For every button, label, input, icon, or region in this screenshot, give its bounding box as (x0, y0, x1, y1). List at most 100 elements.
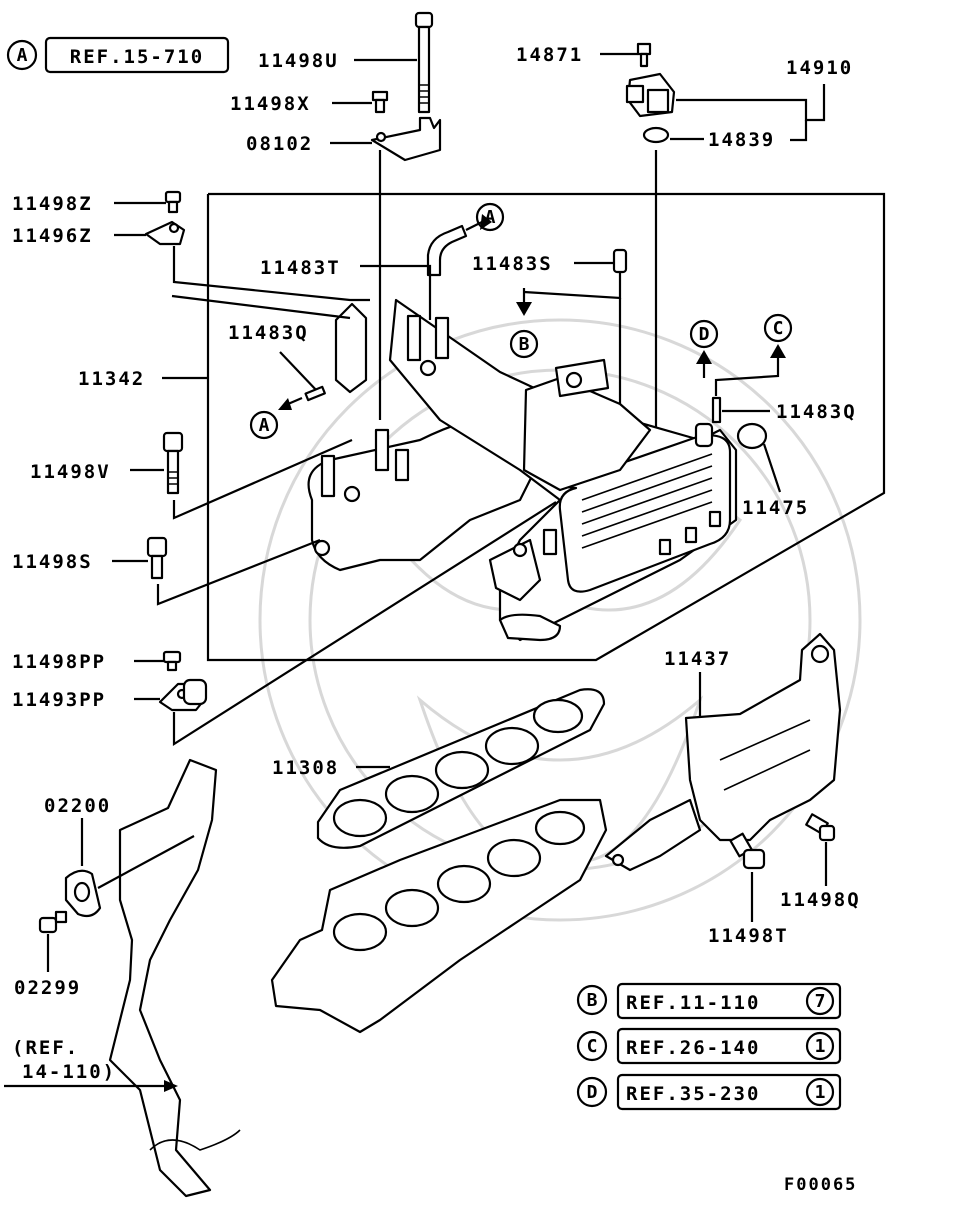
label-11437: 11437 (664, 648, 731, 670)
ref-a-text: REF.15-710 (70, 46, 204, 68)
bolt-14871 (636, 42, 652, 68)
ref-d-text: REF.35-230 (626, 1083, 760, 1105)
bolt-11498s (146, 536, 168, 580)
label-02299: 02299 (14, 977, 81, 999)
ref-b-qty: 7 (815, 991, 826, 1012)
bolt-02299 (38, 910, 68, 934)
label-11498s: 11498S (12, 551, 93, 573)
leader-11493pp-up (172, 501, 557, 746)
ref-c-qty: 1 (815, 1036, 826, 1057)
bolt-11498u (414, 11, 434, 114)
bolt-11498v (162, 431, 184, 495)
label-11498x: 11498X (230, 93, 311, 115)
ref-note-arrow-head (164, 1080, 178, 1092)
leader-11498v-down (172, 438, 353, 520)
label-14871: 14871 (516, 44, 583, 66)
label-11483q-right: 11483Q (776, 401, 857, 423)
leader-frame-11496z (171, 294, 351, 320)
marker-a-left: A (259, 415, 270, 436)
ref-c-text: REF.26-140 (626, 1037, 760, 1059)
ref-d-marker: D (587, 1082, 598, 1103)
label-11308: 11308 (272, 757, 339, 779)
engine-head (270, 798, 608, 1034)
ref-note-line2: 14-110) (22, 1061, 116, 1083)
leader-11483s-b (523, 272, 622, 300)
label-11498pp: 11498PP (12, 651, 106, 673)
ref-b-callout[interactable]: B REF.11-110 7 (576, 982, 842, 1020)
marker-a: A (17, 45, 28, 66)
clamp-11496z (144, 220, 186, 246)
pin-11483s (612, 248, 628, 274)
leader-c (714, 358, 780, 396)
label-11496z: 11496Z (12, 225, 93, 247)
arrow-a-left-shaft (287, 396, 303, 406)
bolt-11498pp (162, 650, 182, 672)
label-02200: 02200 (44, 795, 111, 817)
label-11475: 11475 (742, 497, 809, 519)
bracket-08102 (370, 116, 442, 162)
intake-manifold-11342 (307, 298, 738, 642)
label-14839: 14839 (708, 129, 775, 151)
plug-11475 (736, 422, 768, 450)
leader-11475 (762, 443, 782, 493)
marker-b: B (519, 334, 530, 355)
leader-11498s-down (156, 538, 321, 606)
ref-a-box (44, 36, 230, 74)
arrow-a-left-head (278, 398, 292, 410)
o-ring-14839 (642, 126, 670, 144)
label-11483t: 11483T (260, 257, 341, 279)
label-11342: 11342 (78, 368, 145, 390)
pin-11483q-left (304, 385, 326, 402)
ref-c-marker: C (587, 1036, 598, 1057)
marker-d-circle (689, 319, 719, 349)
pin-11483q-right (711, 396, 722, 424)
leader-02200-shaft (97, 835, 195, 889)
marker-a-left-circle (249, 410, 279, 440)
ref-c-callout[interactable]: C REF.26-140 1 (576, 1027, 842, 1065)
leader-14910 (676, 84, 826, 122)
marker-d: D (699, 324, 710, 345)
label-11483q-left: 11483Q (228, 322, 309, 344)
label-11493pp: 11493PP (12, 689, 106, 711)
marker-a-top: A (485, 207, 496, 228)
sensor-14910 (625, 72, 676, 118)
plate-02200 (64, 869, 102, 918)
ref-d-callout[interactable]: D REF.35-230 1 (576, 1073, 842, 1111)
ref-note-line1: (REF. (12, 1037, 79, 1059)
arrow-d-head (696, 350, 712, 364)
bolt-11498z (164, 190, 182, 214)
label-11498q: 11498Q (780, 889, 861, 911)
marker-a-top-circle (475, 202, 505, 232)
marker-b-circle (509, 329, 539, 359)
manifold-frame (206, 192, 886, 662)
bracket-11437 (604, 632, 842, 872)
bolt-11498t (729, 832, 766, 870)
hose-11483t (426, 224, 468, 277)
arrow-b-head (516, 302, 532, 316)
label-11498u: 11498U (258, 50, 339, 72)
label-11498t: 11498T (708, 925, 789, 947)
label-11498v: 11498V (30, 461, 111, 483)
gasket-11308 (316, 688, 606, 849)
leader-14910-b (790, 120, 808, 142)
marker-a-circle (6, 39, 38, 71)
bolt-11498x (371, 90, 389, 114)
ref-b-text: REF.11-110 (626, 992, 760, 1014)
ref-b-marker: B (587, 990, 598, 1011)
marker-c-circle (763, 313, 793, 343)
leader-11496z-down (172, 246, 370, 302)
engine-block (108, 758, 241, 1198)
clamp-11493pp (158, 678, 208, 712)
marker-c: C (773, 318, 784, 339)
ref-a-callout[interactable]: A REF.15-710 (6, 36, 230, 74)
leader-11483t (360, 264, 432, 320)
arrow-c-head (770, 344, 786, 358)
label-14910: 14910 (786, 57, 853, 79)
diagram-code: F00065 (784, 1175, 857, 1195)
ref-d-qty: 1 (815, 1082, 826, 1103)
label-11483s: 11483S (472, 253, 553, 275)
leader-11483q-left (279, 351, 319, 393)
label-11498z: 11498Z (12, 193, 93, 215)
label-08102: 08102 (246, 133, 313, 155)
